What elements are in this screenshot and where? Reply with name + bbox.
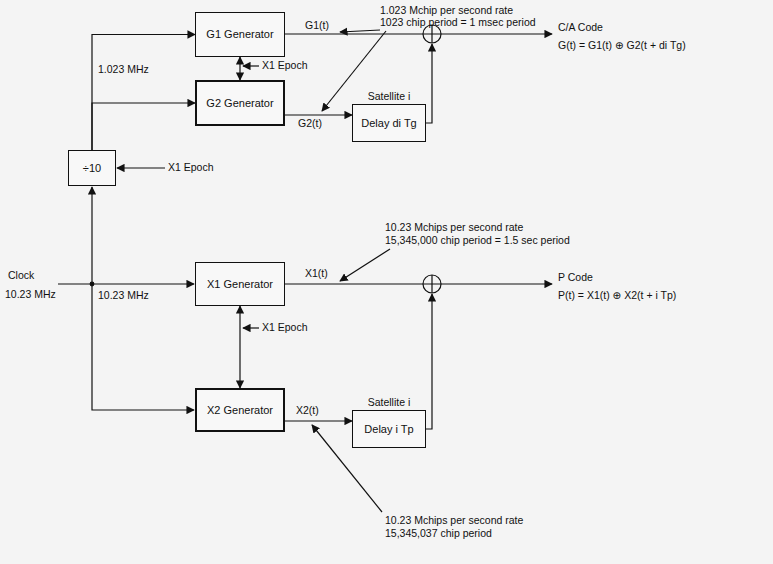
signal-connector <box>285 420 352 421</box>
p-output-wire <box>441 283 552 284</box>
signal-label: 10.23 Mchips per second rate <box>385 515 523 527</box>
box-text: G1 Generator <box>206 28 273 41</box>
box-text: Delay di Tg <box>361 117 416 130</box>
box-heading: Satellite i <box>343 396 435 408</box>
box-text: X1 Generator <box>207 278 273 291</box>
signal-label: 1023 chip period = 1 msec period <box>380 17 536 29</box>
leader-line <box>340 30 380 32</box>
signal-label: X1(t) <box>305 268 328 280</box>
signal-label: Clock <box>8 270 34 282</box>
generator-box: X2 Generator <box>195 388 285 432</box>
signal-label: G2(t) <box>298 118 322 130</box>
generator-box: G1 Generator <box>195 12 285 57</box>
signal-label: 1.023 Mchip per second rate <box>380 5 513 17</box>
epoch-arrow <box>243 65 259 66</box>
signal-label: 10.23 MHz <box>5 289 56 301</box>
signal-label: P Code <box>558 272 593 284</box>
signal-label: 1.023 MHz <box>98 64 149 76</box>
signal-connector <box>239 306 240 388</box>
signal-label: X2(t) <box>296 405 319 417</box>
signal-label: P(t) = X1(t) ⊕ X2(t + i Tp) <box>558 290 676 302</box>
box-text: ÷10 <box>83 162 101 175</box>
box-text: Delay i Tp <box>364 423 413 436</box>
clock-wire <box>58 283 194 284</box>
signal-label: G(t) = G1(t) ⊕ G2(t + di Tg) <box>558 40 686 52</box>
delay-box: Satellite iDelay di Tg <box>352 104 426 142</box>
signal-connector <box>92 35 195 151</box>
box-heading: Satellite i <box>343 90 435 102</box>
epoch-arrow <box>243 327 259 328</box>
xor-symbol <box>423 275 441 293</box>
delay-box: Satellite iDelay i Tp <box>352 410 426 448</box>
generator-box: G2 Generator <box>195 80 285 126</box>
signal-label: X1 Epoch <box>262 60 308 72</box>
signal-label: C/A Code <box>558 22 603 34</box>
static-wires <box>58 25 552 512</box>
box-text: G2 Generator <box>206 97 273 110</box>
g1-output-wire <box>285 33 423 34</box>
epoch-arrow <box>117 167 165 168</box>
connector-layer <box>92 35 352 422</box>
junction-dot <box>90 282 94 286</box>
signal-label: X1 Epoch <box>262 322 308 334</box>
signal-label: 10.23 MHz <box>98 290 149 302</box>
delay-output-wire <box>410 294 432 429</box>
signal-label: 15,345,037 chip period <box>385 528 492 540</box>
ca-output-wire <box>441 33 552 34</box>
xor-cross <box>423 275 441 293</box>
signal-connector <box>239 57 240 80</box>
signal-label: 10.23 Mchips per second rate <box>385 222 523 234</box>
generator-box: X1 Generator <box>195 262 285 306</box>
clock-wire <box>92 284 194 410</box>
leader-line <box>340 249 390 281</box>
signal-connector <box>285 114 352 115</box>
signal-label: G1(t) <box>305 20 329 32</box>
signal-label: 15,345,000 chip period = 1.5 sec period <box>385 235 570 247</box>
clock-wire <box>91 187 92 284</box>
box-text: X2 Generator <box>207 404 273 417</box>
generator-box: ÷10 <box>68 150 116 186</box>
signal-label: X1 Epoch <box>168 162 214 174</box>
x1-output-wire <box>285 283 423 284</box>
signal-connector <box>92 103 195 150</box>
